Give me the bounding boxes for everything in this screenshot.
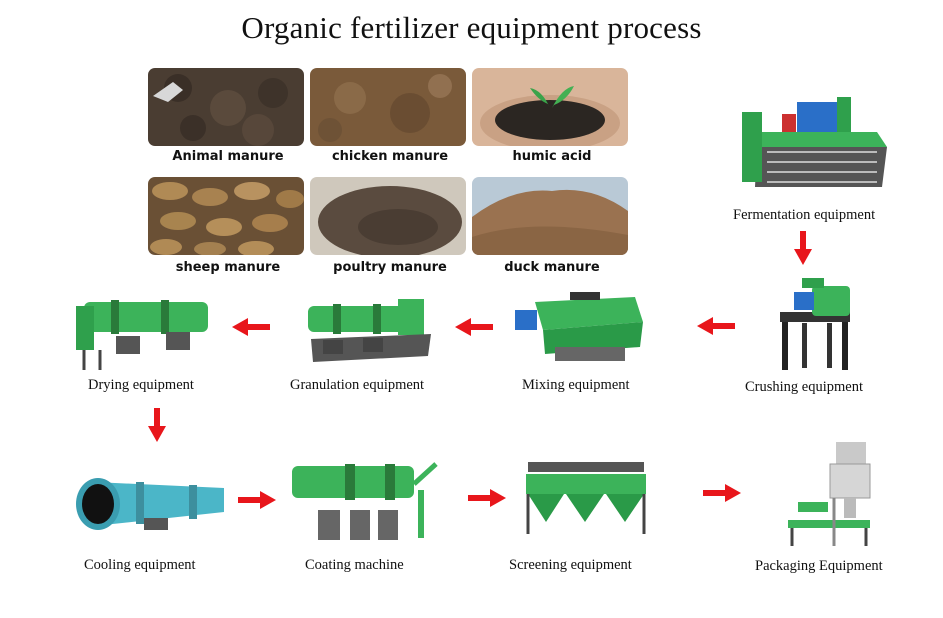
arrow-left-crushing-to-mixing bbox=[697, 317, 735, 335]
arrow-left-mixing-to-granulation bbox=[455, 318, 493, 336]
granulator-machine-image bbox=[303, 294, 431, 366]
arrow-right-coating-to-screening bbox=[468, 489, 506, 507]
material-label-animal-manure: Animal manure bbox=[172, 149, 284, 164]
material-label-chicken-manure: chicken manure bbox=[331, 149, 449, 164]
cooler-machine-image bbox=[74, 474, 226, 534]
coating-machine-image bbox=[290, 460, 438, 544]
step-label-packaging: Packaging Equipment bbox=[755, 558, 883, 574]
screener-machine-image bbox=[522, 462, 650, 536]
material-label-duck-manure: duck manure bbox=[504, 260, 600, 275]
material-label-poultry-manure: poultry manure bbox=[333, 260, 447, 275]
material-image-chicken-manure bbox=[310, 68, 466, 146]
step-label-granulation: Granulation equipment bbox=[290, 377, 425, 393]
material-label-sheep-manure: sheep manure bbox=[175, 260, 281, 275]
step-label-fermentation: Fermentation equipment bbox=[733, 207, 876, 223]
material-image-animal-manure bbox=[148, 68, 304, 146]
step-label-cooling: Cooling equipment bbox=[84, 557, 196, 573]
fermentation-machine-image bbox=[737, 92, 887, 192]
material-image-sheep-manure bbox=[148, 177, 304, 255]
arrow-down-drying-to-cooling bbox=[148, 408, 166, 442]
arrow-right-screening-to-packaging bbox=[703, 484, 741, 502]
arrow-left-granulation-to-drying bbox=[232, 318, 270, 336]
dryer-machine-image bbox=[76, 296, 212, 372]
step-label-screening: Screening equipment bbox=[509, 557, 632, 573]
step-label-drying: Drying equipment bbox=[88, 377, 194, 393]
step-label-crushing: Crushing equipment bbox=[745, 379, 864, 395]
arrow-down-fermentation-to-crushing bbox=[794, 231, 812, 265]
step-label-coating: Coating machine bbox=[305, 557, 404, 573]
material-image-duck-manure bbox=[472, 177, 628, 255]
material-label-humic-acid: humic acid bbox=[512, 149, 592, 164]
packaging-machine-image bbox=[778, 442, 878, 546]
arrow-right-cooling-to-coating bbox=[238, 491, 276, 509]
crusher-machine-image bbox=[772, 278, 862, 370]
material-image-poultry-manure bbox=[310, 177, 466, 255]
diagram-title: Organic fertilizer equipment process bbox=[241, 10, 702, 45]
step-label-mixing: Mixing equipment bbox=[522, 377, 630, 393]
mixer-machine-image bbox=[515, 292, 645, 364]
material-image-humic-acid bbox=[472, 68, 628, 146]
